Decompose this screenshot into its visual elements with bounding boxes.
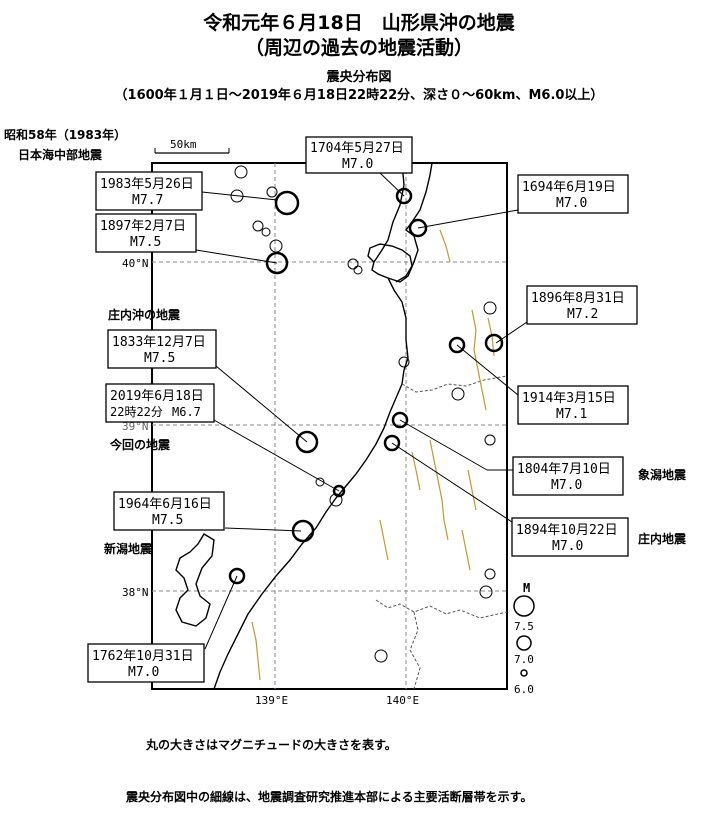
legend-title: M xyxy=(523,581,530,595)
event-1833-date: 1833年12月7日 xyxy=(112,335,206,350)
event-1914-circle xyxy=(448,336,466,354)
minor-events xyxy=(230,165,497,663)
legend-m60: 6.0 xyxy=(514,683,534,696)
page-subtitle: （周辺の過去の地震活動） xyxy=(244,37,473,59)
event-1896-date: 1896年8月31日 xyxy=(531,291,625,306)
event-1804-mag: M7.0 xyxy=(551,478,582,493)
scale-bar: 50km xyxy=(154,138,230,154)
event-2019-circle xyxy=(332,484,346,498)
note-fault-lines: 震央分布図中の細線は、地震調査研究推進本部による主要活断層帯を示す。 xyxy=(126,790,533,804)
event-1983-mag: M7.7 xyxy=(132,193,163,208)
prefecture-boundary xyxy=(375,375,508,690)
event-1804-date: 1804年7月10日 xyxy=(517,462,611,477)
event-1833-mag: M7.5 xyxy=(144,351,175,366)
active-fault-lines xyxy=(251,229,495,681)
event-1833-circle xyxy=(295,430,319,454)
event-1762-circle xyxy=(228,567,246,585)
event-1897-date: 1897年2月7日 xyxy=(100,219,186,234)
lat-label-40: 40°N xyxy=(122,257,149,270)
event-1894-date: 1894年10月22日 xyxy=(516,523,618,538)
magnitude-legend: M 7.5 7.0 6.0 xyxy=(513,581,535,696)
legend-m70: 7.0 xyxy=(514,653,534,666)
leader-lines xyxy=(195,172,528,650)
label-shonai: 庄内地震 xyxy=(638,532,687,546)
event-1704-mag: M7.0 xyxy=(342,157,373,172)
label-nihonkai-1: 昭和58年（1983年） xyxy=(4,128,127,142)
event-1894-circle xyxy=(383,434,401,452)
callouts: 1704年5月27日 M7.0 1983年5月26日 M7.7 1694年6月1… xyxy=(87,136,638,683)
event-1896-circle xyxy=(484,333,504,353)
event-2019-mag: M6.7 xyxy=(172,405,201,419)
oga-peninsula xyxy=(367,243,413,283)
map-range: （1600年１月１日～2019年６月18日22時22分、深さ０～60km、M6.… xyxy=(114,88,604,103)
grid xyxy=(152,163,507,689)
event-1964-mag: M7.5 xyxy=(152,513,183,528)
event-1704-date: 1704年5月27日 xyxy=(310,141,404,156)
map-frame xyxy=(151,162,508,690)
event-1964-circle xyxy=(291,519,315,543)
event-1897-circle xyxy=(265,251,289,275)
scale-label: 50km xyxy=(170,138,197,151)
event-2019-time: 22時22分 xyxy=(110,405,163,419)
event-1983-circle xyxy=(274,190,300,216)
lon-label-139: 139°E xyxy=(255,694,288,707)
event-1704-circle xyxy=(395,187,413,205)
legend-m75: 7.5 xyxy=(514,620,534,633)
label-konkai: 今回の地震 xyxy=(110,438,171,452)
event-1897-mag: M7.5 xyxy=(130,235,161,250)
event-1983-date: 1983年5月26日 xyxy=(100,177,194,192)
event-1964-date: 1964年6月16日 xyxy=(118,497,212,512)
lon-label-140: 140°E xyxy=(386,694,419,707)
map-title: 震央分布図 xyxy=(326,70,392,85)
event-2019-date: 2019年6月18日 xyxy=(110,389,204,404)
label-nihonkai-2: 日本海中部地震 xyxy=(18,148,103,162)
event-1896-mag: M7.2 xyxy=(567,307,598,322)
event-1804-circle xyxy=(391,411,409,429)
coastline xyxy=(213,162,433,690)
label-niigata: 新潟地震 xyxy=(104,542,153,556)
event-1914-date: 1914年3月15日 xyxy=(522,391,616,406)
event-1914-mag: M7.1 xyxy=(556,407,587,422)
event-1762-mag: M7.0 xyxy=(128,665,159,680)
label-shonai-oki: 庄内沖の地震 xyxy=(108,308,181,322)
event-1894-mag: M7.0 xyxy=(552,539,583,554)
event-1694-date: 1694年6月19日 xyxy=(522,180,616,195)
sado-island xyxy=(175,533,215,627)
label-kisakata: 象潟地震 xyxy=(638,468,687,482)
page-title: 令和元年６月18日 山形県沖の地震 xyxy=(203,12,515,34)
major-events xyxy=(228,187,504,585)
event-1762-date: 1762年10月31日 xyxy=(92,649,194,664)
lat-label-39: 39°N xyxy=(122,420,149,433)
lat-label-38: 38°N xyxy=(122,586,149,599)
axis-labels: 40°N 39°N 38°N 139°E 140°E xyxy=(122,257,419,707)
event-1694-circle xyxy=(408,218,428,238)
note-circle-size: 丸の大きさはマグニチュードの大きさを表す。 xyxy=(146,738,397,752)
event-1694-mag: M7.0 xyxy=(556,196,587,211)
